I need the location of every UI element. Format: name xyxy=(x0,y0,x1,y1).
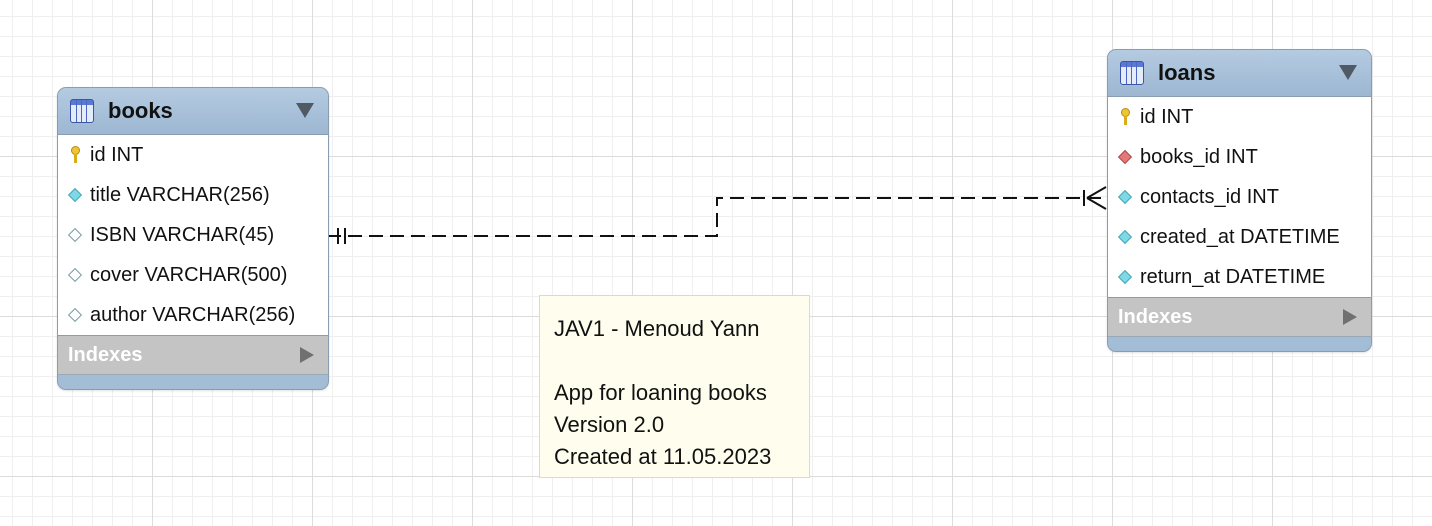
indexes-label: Indexes xyxy=(68,343,143,366)
table-footer xyxy=(1108,337,1371,351)
note-line xyxy=(554,345,795,377)
note-line: Version 2.0 xyxy=(554,412,665,437)
many-cardinality-marker xyxy=(1083,186,1107,210)
loans-table-header[interactable]: loans xyxy=(1108,50,1371,97)
column-row[interactable]: cover VARCHAR(500) xyxy=(58,255,328,295)
column-row[interactable]: title VARCHAR(256) xyxy=(58,175,328,215)
indexes-section[interactable]: Indexes xyxy=(1108,298,1371,337)
column-row[interactable]: id INT xyxy=(1108,97,1371,137)
column-row[interactable]: id INT xyxy=(58,135,328,175)
collapse-arrow-icon[interactable] xyxy=(1339,65,1357,80)
primary-key-icon xyxy=(66,146,84,164)
empty-diamond-icon xyxy=(66,306,84,324)
expand-arrow-icon[interactable] xyxy=(300,347,314,363)
column-label: id INT xyxy=(90,143,144,166)
column-row[interactable]: ISBN VARCHAR(45) xyxy=(58,215,328,255)
loans-columns: id INT books_id INT contacts_id INT crea… xyxy=(1108,97,1371,298)
column-label: id INT xyxy=(1140,105,1194,128)
column-label: contacts_id INT xyxy=(1140,185,1279,208)
one-cardinality-marker xyxy=(337,228,346,244)
note-line: JAV1 - Menoud Yann xyxy=(554,316,760,341)
filled-diamond-icon xyxy=(1116,188,1134,206)
filled-diamond-icon xyxy=(1116,268,1134,286)
note-line: App for loaning books xyxy=(554,380,767,405)
empty-diamond-icon xyxy=(66,226,84,244)
column-row[interactable]: books_id INT xyxy=(1108,137,1371,177)
column-label: books_id INT xyxy=(1140,145,1258,168)
loans-table[interactable]: loans id INT books_id INT contacts_id IN… xyxy=(1107,49,1372,352)
table-footer xyxy=(58,375,328,389)
collapse-arrow-icon[interactable] xyxy=(296,103,314,118)
column-label: ISBN VARCHAR(45) xyxy=(90,223,275,246)
column-row[interactable]: author VARCHAR(256) xyxy=(58,295,328,335)
column-label: title VARCHAR(256) xyxy=(90,183,270,206)
books-table[interactable]: books id INT title VARCHAR(256) ISBN VAR… xyxy=(57,87,329,390)
diagram-note[interactable]: JAV1 - Menoud Yann App for loaning books… xyxy=(539,295,810,478)
column-row[interactable]: contacts_id INT xyxy=(1108,177,1371,217)
table-name: loans xyxy=(1158,60,1216,85)
column-label: return_at DATETIME xyxy=(1140,265,1326,288)
empty-diamond-icon xyxy=(66,266,84,284)
column-label: created_at DATETIME xyxy=(1140,225,1340,248)
table-icon xyxy=(1120,61,1144,85)
books-columns: id INT title VARCHAR(256) ISBN VARCHAR(4… xyxy=(58,135,328,336)
books-table-header[interactable]: books xyxy=(58,88,328,135)
column-row[interactable]: return_at DATETIME xyxy=(1108,257,1371,297)
column-label: author VARCHAR(256) xyxy=(90,303,296,326)
note-line: Created at 11.05.2023 xyxy=(554,444,772,469)
foreign-key-diamond-icon xyxy=(1116,148,1134,166)
relationship-line[interactable] xyxy=(327,197,1106,237)
indexes-label: Indexes xyxy=(1118,305,1193,328)
filled-diamond-icon xyxy=(66,186,84,204)
column-label: cover VARCHAR(500) xyxy=(90,263,288,286)
primary-key-icon xyxy=(1116,108,1134,126)
expand-arrow-icon[interactable] xyxy=(1343,309,1357,325)
indexes-section[interactable]: Indexes xyxy=(58,336,328,375)
table-name: books xyxy=(108,98,173,123)
column-row[interactable]: created_at DATETIME xyxy=(1108,217,1371,257)
filled-diamond-icon xyxy=(1116,228,1134,246)
table-icon xyxy=(70,99,94,123)
